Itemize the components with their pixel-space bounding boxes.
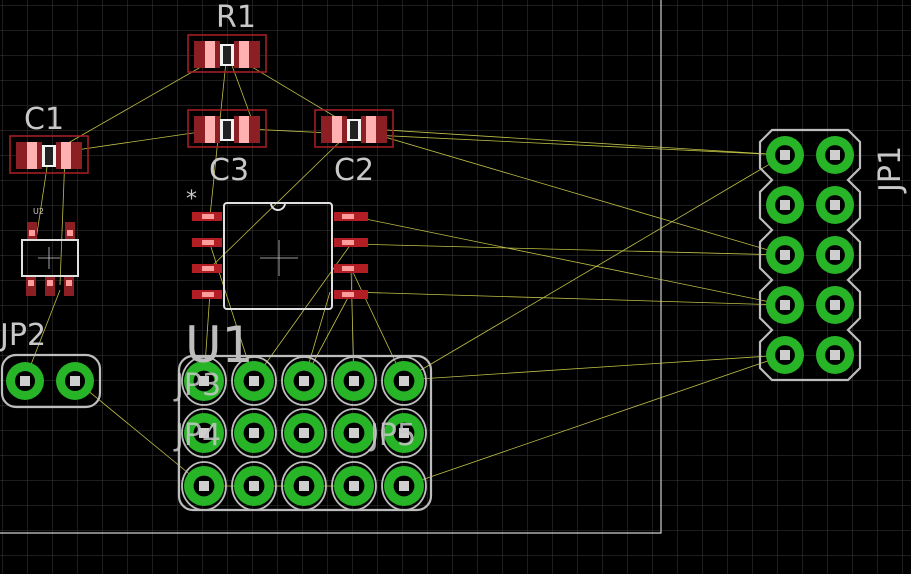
pad-outline — [381, 408, 427, 458]
header-jp3-jp4-jp5[interactable] — [177, 354, 433, 512]
ic-u2[interactable] — [21, 222, 79, 296]
header-jp2[interactable] — [0, 353, 102, 409]
pad-outline — [331, 408, 377, 458]
pad-outline — [231, 356, 277, 406]
pin-pad[interactable] — [334, 361, 374, 401]
u1-pins-right — [334, 212, 368, 299]
pad-outline — [181, 356, 227, 406]
label-jp3: JP3 — [173, 368, 221, 403]
pin-pad[interactable] — [184, 361, 224, 401]
pin-pad[interactable] — [284, 466, 324, 506]
pad-outline — [281, 461, 327, 511]
pad-outline — [381, 356, 427, 406]
pin-pad[interactable] — [384, 413, 424, 453]
pin-pad[interactable] — [234, 466, 274, 506]
pin-pad[interactable] — [284, 361, 324, 401]
jp1-pin-pad[interactable] — [766, 336, 804, 374]
u1-notch — [270, 202, 286, 211]
header-jp1[interactable] — [758, 128, 862, 382]
pad-outline — [281, 356, 327, 406]
label-u1-marker: * — [186, 187, 197, 212]
board-outline — [0, 0, 662, 534]
pin-pad[interactable] — [384, 361, 424, 401]
pin-pad[interactable] — [184, 413, 224, 453]
ic-u1[interactable] — [192, 202, 368, 310]
label-r1: R1 — [216, 0, 256, 35]
jp1-pin-pad[interactable] — [816, 336, 854, 374]
pin-pad[interactable] — [184, 466, 224, 506]
jp1-pin-pad[interactable] — [766, 286, 804, 324]
jp1-pin-pad[interactable] — [766, 186, 804, 224]
pad-outline — [331, 461, 377, 511]
jp1-pin-pad[interactable] — [816, 236, 854, 274]
pin-grid — [181, 356, 427, 511]
jp1-pins — [766, 136, 854, 374]
pin-pad[interactable] — [334, 413, 374, 453]
label-jp1: JP1 — [873, 146, 908, 194]
jp1-pin-pad[interactable] — [766, 136, 804, 174]
u1-pins-left — [192, 212, 222, 299]
label-jp5: JP5 — [368, 418, 416, 453]
label-c3: C3 — [209, 153, 249, 188]
pad-outline — [281, 408, 327, 458]
label-jp4: JP4 — [173, 418, 221, 453]
pin-pad[interactable] — [234, 361, 274, 401]
jp1-pin-pad[interactable] — [816, 186, 854, 224]
label-u1: U1 — [185, 316, 253, 374]
capacitor-c1[interactable] — [9, 135, 89, 174]
pad-outline — [181, 461, 227, 511]
pad-outline — [331, 356, 377, 406]
pad-outline — [231, 461, 277, 511]
pin-pad[interactable] — [284, 413, 324, 453]
u1-body — [223, 202, 333, 310]
u2-body — [21, 239, 79, 277]
label-c2: C2 — [334, 153, 374, 188]
pad-outline — [231, 408, 277, 458]
jp1-pin-pad[interactable] — [766, 236, 804, 274]
pad-outline — [381, 461, 427, 511]
capacitor-c3[interactable] — [187, 109, 267, 148]
pin-pad[interactable] — [384, 466, 424, 506]
jp1-pin-pad[interactable] — [816, 286, 854, 324]
pad-outline — [181, 408, 227, 458]
pin-pad[interactable] — [234, 413, 274, 453]
label-jp2: JP2 — [0, 318, 46, 353]
jp1-pin-pad[interactable] — [816, 136, 854, 174]
label-c1: C1 — [24, 102, 64, 137]
resistor-r1[interactable] — [187, 34, 267, 73]
pin-pad[interactable] — [334, 466, 374, 506]
label-u2: U2 — [33, 207, 44, 216]
capacitor-c2[interactable] — [314, 109, 394, 148]
